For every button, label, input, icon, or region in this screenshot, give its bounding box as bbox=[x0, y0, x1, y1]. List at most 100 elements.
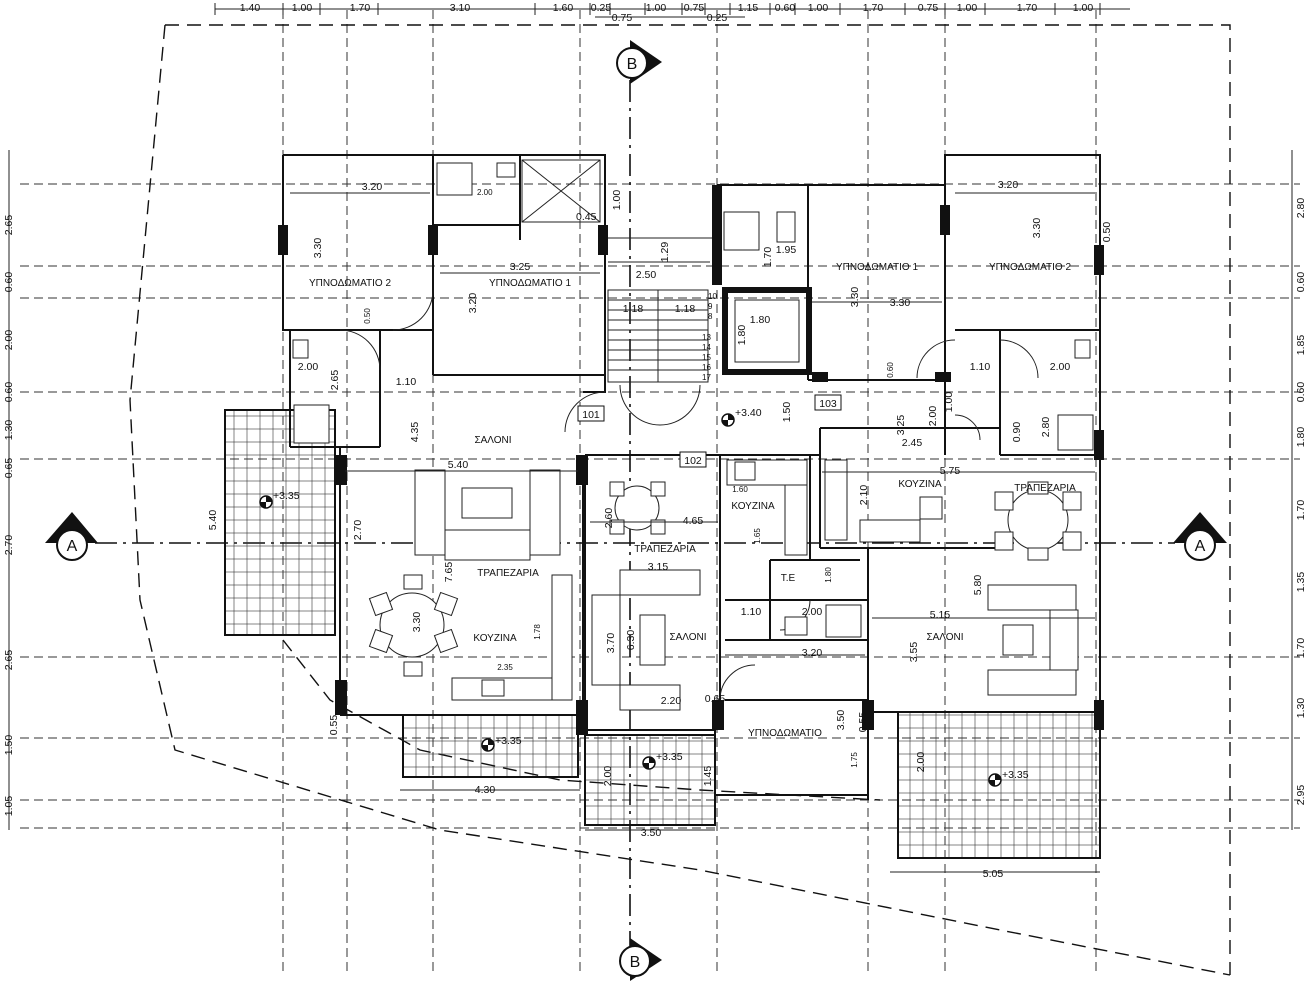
dim-label: 1.60 bbox=[732, 485, 748, 494]
dim-label: 2.00 bbox=[802, 606, 823, 618]
dim-label: 2.00 bbox=[915, 752, 927, 773]
furniture bbox=[292, 162, 1094, 711]
left-dim-label: 0.60 bbox=[3, 272, 15, 293]
room-label: ΣΑΛΟΝΙ bbox=[474, 435, 511, 446]
top-dim-label: 1.00 bbox=[292, 2, 313, 14]
dim-label: 1.78 bbox=[533, 624, 542, 640]
right-dim-label: 1.35 bbox=[1295, 572, 1307, 593]
left-dim-label: 2.70 bbox=[3, 535, 15, 556]
dim-label: 0.55 bbox=[328, 715, 340, 736]
dim-label: 3.15 bbox=[648, 561, 669, 573]
dim-label: 1.95 bbox=[776, 244, 797, 256]
dim-label: 3.20 bbox=[362, 181, 383, 193]
dim-label: 1.00 bbox=[611, 190, 623, 211]
room-label: ΥΠΝΟΔΩΜΑΤΙΟ bbox=[748, 728, 822, 739]
apartment-tags: 101 102 103 bbox=[577, 394, 842, 468]
level-label: +3.35 bbox=[656, 751, 683, 763]
right-dim-label: 2.95 bbox=[1295, 785, 1307, 806]
walls bbox=[278, 154, 1104, 800]
dim-label: 5.15 bbox=[930, 609, 951, 621]
right-dim-label: 1.80 bbox=[1295, 427, 1307, 448]
stair-step-number: 10 bbox=[708, 292, 717, 301]
dim-label: 1.00 bbox=[943, 392, 955, 413]
stair-step-number: 17 bbox=[702, 373, 711, 382]
room-label: ΥΠΝΟΔΩΜΑΤΙΟ 2 bbox=[989, 262, 1072, 273]
dim-label: 0.55 bbox=[857, 712, 869, 733]
top-dim-label: 1.40 bbox=[240, 2, 261, 14]
section-label: A bbox=[1195, 538, 1206, 555]
dim-label: 3.25 bbox=[510, 261, 531, 273]
dim-label: 2.00 bbox=[477, 188, 493, 197]
dim-label: 2.00 bbox=[298, 361, 319, 373]
dim-label: 1.10 bbox=[396, 376, 417, 388]
room-label: ΥΠΝΟΔΩΜΑΤΙΟ 1 bbox=[836, 262, 919, 273]
door-swings bbox=[339, 289, 1039, 701]
right-dim-label: 0.60 bbox=[1295, 382, 1307, 403]
dim-label: 5.75 bbox=[940, 465, 961, 477]
apartment-number: 103 bbox=[819, 398, 837, 410]
balconies bbox=[224, 409, 1101, 859]
dim-label: 2.60 bbox=[603, 508, 615, 529]
stair-step-number: 15 bbox=[702, 353, 711, 362]
dim-label: 1.80 bbox=[750, 314, 771, 326]
left-dimension-chain: 2.65 0.60 2.00 0.60 1.30 0.65 2.70 2.65 … bbox=[3, 150, 15, 830]
section-label: B bbox=[630, 954, 641, 971]
stair-step-number: 9 bbox=[708, 302, 713, 311]
level-markers: +3.35 +3.35 +3.35 +3.35 +3.40 bbox=[259, 407, 1029, 787]
top-dim-label: 1.70 bbox=[1017, 2, 1038, 14]
top-dim-label: 0.75 bbox=[612, 12, 633, 24]
dim-label: 3.20 bbox=[998, 179, 1019, 191]
dim-label: 3.30 bbox=[890, 297, 911, 309]
dim-label: 4.30 bbox=[475, 784, 496, 796]
dim-label: 3.70 bbox=[605, 633, 617, 654]
dim-label: 0.90 bbox=[1011, 422, 1023, 443]
top-dim-label: 0.25 bbox=[591, 2, 612, 14]
dim-label: 3.20 bbox=[467, 293, 479, 314]
left-dim-label: 1.50 bbox=[3, 735, 15, 756]
stair-step-number: 16 bbox=[702, 363, 711, 372]
dim-label: 3.50 bbox=[835, 710, 847, 731]
top-dim-label: 0.25 bbox=[707, 12, 728, 24]
dim-label: 0.60 bbox=[886, 362, 895, 378]
room-label: Τ.Ε bbox=[781, 573, 796, 584]
left-dim-label: 1.05 bbox=[3, 796, 15, 817]
dim-label: 1.10 bbox=[970, 361, 991, 373]
dim-label: 4.35 bbox=[409, 422, 421, 443]
level-label: +3.35 bbox=[495, 735, 522, 747]
room-label: ΥΠΝΟΔΩΜΑΤΙΟ 1 bbox=[489, 278, 572, 289]
section-marker-b-top: B bbox=[616, 40, 662, 84]
dim-label: 2.00 bbox=[927, 406, 939, 427]
dim-label: 2.45 bbox=[902, 437, 923, 449]
dim-label: 0.50 bbox=[1101, 222, 1113, 243]
section-marker-b-bottom: B bbox=[619, 938, 662, 981]
level-label: +3.35 bbox=[1002, 769, 1029, 781]
dim-label: 6.30 bbox=[625, 630, 637, 651]
stair-step-number: 8 bbox=[708, 312, 713, 321]
dim-label: 1.75 bbox=[850, 752, 859, 768]
right-dim-label: 1.30 bbox=[1295, 698, 1307, 719]
left-dim-label: 0.65 bbox=[3, 458, 15, 479]
top-dim-label: 0.75 bbox=[918, 2, 939, 14]
right-dim-label: 1.70 bbox=[1295, 638, 1307, 659]
top-dim-label: 1.00 bbox=[957, 2, 978, 14]
stair-step-number: 14 bbox=[702, 343, 711, 352]
room-labels: ΥΠΝΟΔΩΜΑΤΙΟ 2 ΥΠΝΟΔΩΜΑΤΙΟ 1 ΣΑΛΟΝΙ ΤΡΑΠΕ… bbox=[309, 262, 1076, 739]
room-label: ΥΠΝΟΔΩΜΑΤΙΟ 2 bbox=[309, 278, 392, 289]
right-dim-label: 1.70 bbox=[1295, 500, 1307, 521]
top-dim-label: 1.15 bbox=[738, 2, 759, 14]
dim-label: 1.80 bbox=[736, 325, 748, 346]
top-dim-label: 1.60 bbox=[553, 2, 574, 14]
dim-label: 1.29 bbox=[659, 242, 671, 263]
stair-treads: 10 9 8 13 14 15 16 17 bbox=[608, 292, 717, 382]
top-dim-label: 1.70 bbox=[350, 2, 371, 14]
dim-label: 1.65 bbox=[753, 528, 762, 544]
apartment-number: 102 bbox=[684, 455, 702, 467]
dim-label: 3.30 bbox=[849, 287, 861, 308]
dim-label: 2.35 bbox=[497, 663, 513, 672]
dim-label: 2.10 bbox=[858, 485, 870, 506]
top-dimension-chain: 1.40 1.00 1.70 3.10 1.60 0.25 0.75 1.00 … bbox=[214, 2, 1130, 24]
dim-label: 2.70 bbox=[352, 520, 364, 541]
dim-label: 5.40 bbox=[207, 510, 219, 531]
dim-label: 0.50 bbox=[363, 308, 372, 324]
dim-label: 2.00 bbox=[1050, 361, 1071, 373]
